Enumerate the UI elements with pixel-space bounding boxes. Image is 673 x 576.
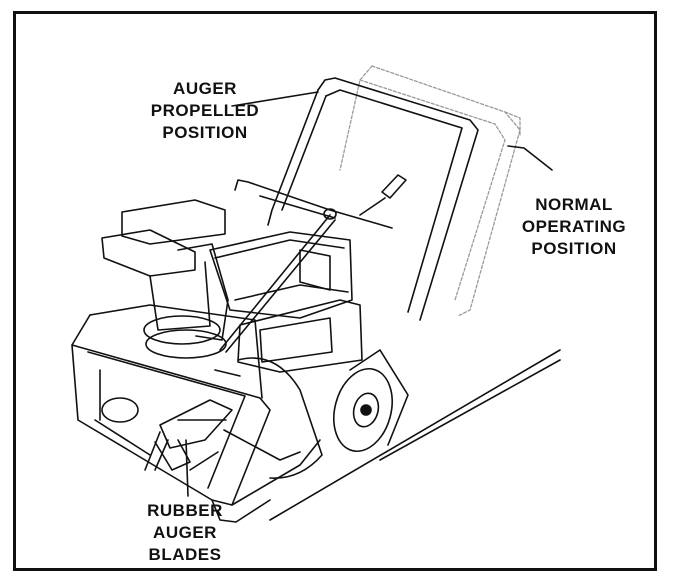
- leader-rubber-blades: [185, 439, 189, 497]
- label-line: POSITION: [162, 123, 248, 142]
- label-line: POSITION: [531, 239, 617, 258]
- control-rod: [219, 214, 336, 353]
- engine: [209, 231, 363, 373]
- label-line: PROPELLED: [150, 101, 260, 120]
- discharge-chute: [101, 199, 229, 359]
- rubber-auger-blades: [144, 399, 233, 471]
- handle-raised-position: [234, 77, 479, 321]
- label-rubber-auger-blades: RUBBER AUGER BLADES: [130, 500, 240, 566]
- label-line: BLADES: [148, 545, 222, 564]
- label-line: NORMAL: [535, 195, 613, 214]
- handle-normal-position: [339, 65, 521, 317]
- label-line: OPERATING: [521, 217, 627, 236]
- leader-normal-operating: [507, 145, 553, 171]
- ground-line: [269, 349, 561, 521]
- label-auger-propelled-position: AUGER PROPELLED POSITION: [140, 78, 270, 144]
- label-line: RUBBER: [147, 501, 223, 520]
- leader-auger-propelled: [231, 91, 319, 107]
- figure-frame: [13, 11, 657, 571]
- wheel: [333, 349, 409, 453]
- label-line: AUGER: [173, 79, 237, 98]
- auger-housing: [71, 304, 323, 523]
- label-line: AUGER: [153, 523, 217, 542]
- label-normal-operating-position: NORMAL OPERATING POSITION: [504, 194, 644, 260]
